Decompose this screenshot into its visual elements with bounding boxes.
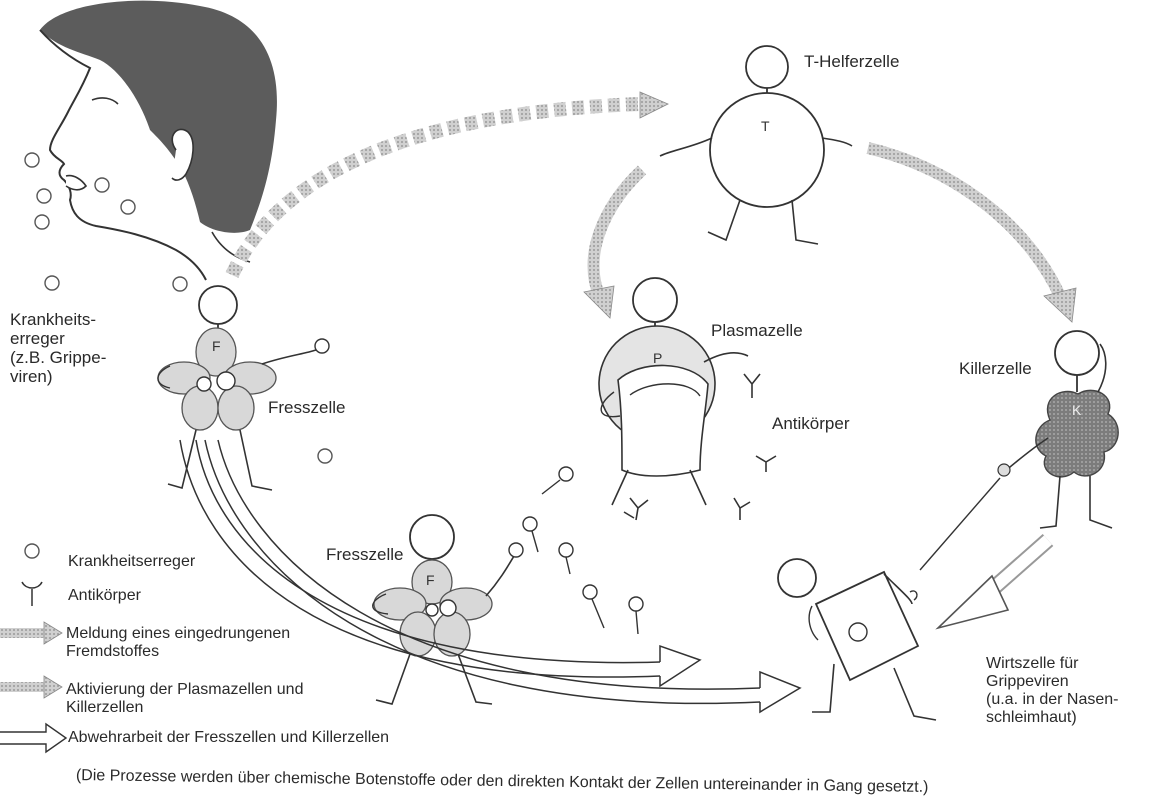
t-helper-cell [659,45,853,245]
bound-antibodies [522,466,644,635]
plasma-cell [598,277,749,506]
person-head [39,0,277,281]
t-helper-label: T-Helferzelle [804,52,900,71]
pathogen [34,214,50,230]
pathogen-label: Krankheits- erreger (z.B. Grippe- viren) [10,310,107,386]
legend-text-pathogen: Krankheitserreger [68,553,196,570]
antibody [623,511,635,519]
dotted-arrow-icon [0,621,63,645]
host-cell [777,558,937,721]
pathogen [44,275,60,291]
pathogen-particles [24,152,333,464]
antibody [733,497,751,520]
pathogen-icon [24,543,40,559]
legend-text-antibody: Antikörper [68,587,141,604]
gray-arrow-icon [0,675,63,699]
dotted-report-arrow [225,91,669,278]
pathogen [120,199,136,215]
killer-cell [919,330,1119,571]
antibody [755,455,777,472]
legend-text-report: Meldung eines eingedrungenen Fremdstoffe… [66,625,291,660]
antibody [629,497,649,521]
legend-icons [0,543,68,754]
pathogen [317,448,333,464]
activation-arrows [583,142,1077,323]
f-top-cell-letter: F [212,338,221,354]
pathogen [24,152,40,168]
killer-label: Killerzelle [959,359,1032,378]
phagocyte-top-label: Fresszelle [268,398,346,417]
pathogen [94,177,110,193]
legend-text-activation: Aktivierung der Plasmazellen und Killerz… [66,681,304,716]
antibody-molecules [623,373,777,521]
k-cell-letter: K [1072,402,1082,418]
defense-arrows [179,439,802,714]
plasma-label: Plasmazelle [711,321,803,340]
killer-attack-arrow [935,534,1054,630]
pathogen [36,188,52,204]
legend-text-defense: Abwehrarbeit der Fresszellen und Killerz… [68,729,390,746]
mouth [65,174,88,191]
outline-arrow-icon [0,722,68,754]
host-cell-label: Wirtszelle für Grippeviren (u.a. in der … [986,655,1119,726]
phagocyte-top [157,285,330,491]
antibody-label: Antikörper [772,414,850,433]
face-profile [39,29,207,281]
antibody [743,373,761,398]
ear [171,128,194,181]
pathogen [172,276,188,292]
antibody-icon [21,581,43,606]
hair [40,0,277,233]
phagocyte-bottom [372,514,524,705]
t-cell-letter: T [761,118,770,134]
phagocyte-bottom-label: Fresszelle [326,545,404,564]
eye [91,97,119,105]
p-cell-letter: P [653,350,663,366]
f-bottom-cell-letter: F [426,572,435,588]
